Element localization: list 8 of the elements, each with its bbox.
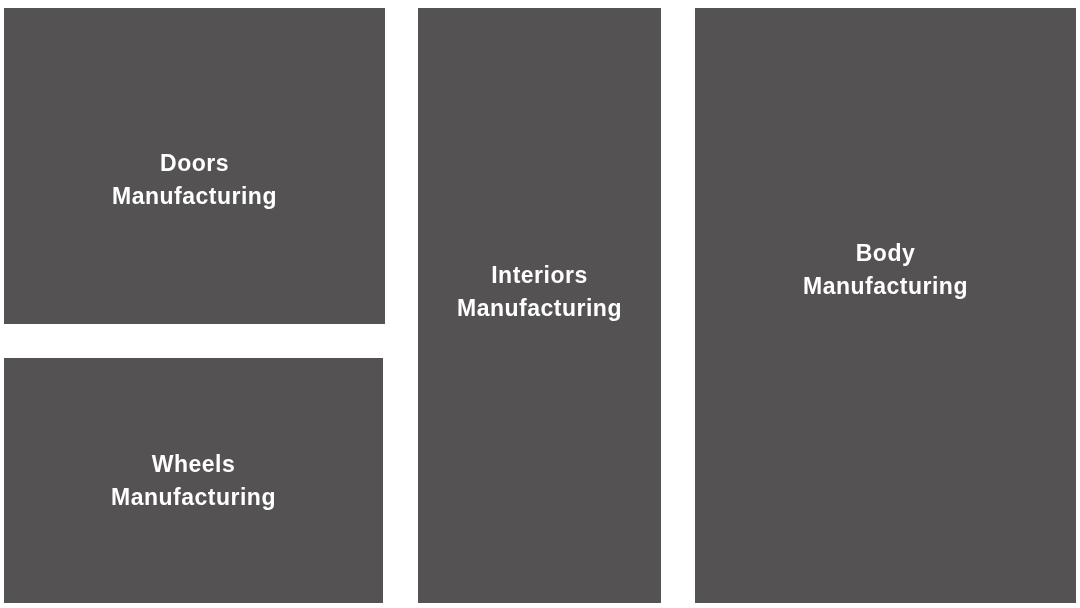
box-label: Doors Manufacturing — [111, 149, 278, 211]
process-box — [695, 8, 1076, 603]
box-label: Interiors Manufacturing — [456, 260, 623, 323]
process-box — [4, 8, 385, 324]
box-label: Body Manufacturing — [802, 238, 969, 301]
box-label: Wheels Manufacturing — [110, 449, 277, 512]
process-box — [4, 358, 383, 603]
process-box — [418, 8, 661, 603]
